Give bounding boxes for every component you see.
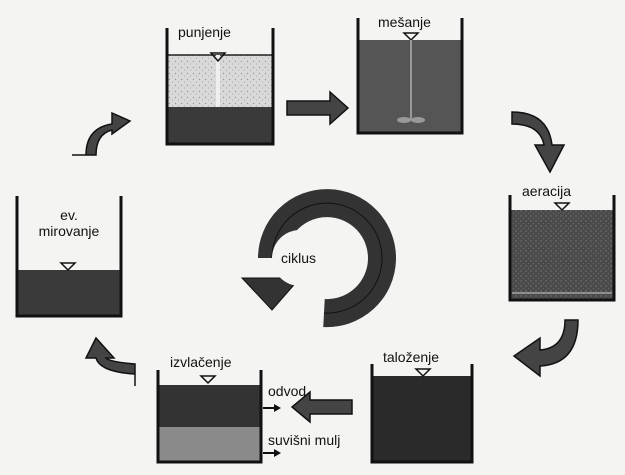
tank-aeracija — [508, 195, 616, 302]
label-punjenje: punjenje — [178, 24, 231, 40]
mirovanje-tank-wall — [15, 196, 123, 318]
odvod-arrow-icon — [274, 404, 281, 412]
arrow-mirovanje-to-punjenje — [72, 111, 132, 156]
cycle-center — [272, 230, 328, 286]
arrow-aeracija-to-talozenje — [512, 319, 579, 378]
izvlacenje-sludge — [158, 427, 261, 462]
label-ciklus: ciklus — [281, 250, 317, 266]
arrow-izvlacenje-to-mirovanje — [84, 336, 136, 386]
tank-talozenje — [370, 364, 474, 464]
izvlacenje-tank-wall — [156, 370, 263, 464]
tank-mesanje — [356, 18, 464, 135]
label-mirovanje-line1: ev. — [60, 207, 78, 223]
tank-izvlacenje — [156, 370, 281, 464]
punjenje-water-level-icon — [209, 52, 227, 63]
talozenje-liquid — [372, 376, 472, 462]
cycle-arrowhead-icon — [240, 277, 302, 311]
aeracija-tank-wall — [508, 195, 616, 302]
label-aeracija: aeracija — [522, 183, 572, 199]
arrow-talozenje-to-izvlacenje — [290, 390, 353, 424]
mesanje-water-level-icon — [402, 32, 420, 42]
aeracija-liquid — [510, 210, 614, 300]
tank-punjenje — [165, 28, 275, 146]
mesanje-tank-wall — [356, 18, 464, 135]
talozenje-water-level-icon — [414, 368, 432, 378]
mirovanje-water-level-icon — [59, 262, 77, 272]
aeracija-water-level-icon — [553, 202, 571, 212]
label-talozenje: taloženje — [383, 349, 440, 365]
label-mesanje: mešanje — [378, 14, 431, 30]
cycle-arrow — [240, 189, 396, 328]
label-izvlacenje: izvlačenje — [170, 354, 232, 370]
punjenje-liquid — [167, 107, 273, 144]
mixer-blade-right — [411, 117, 425, 123]
process-arrows — [72, 90, 579, 424]
label-odvod: odvod — [268, 383, 307, 399]
punjenje-tank-wall — [165, 28, 275, 146]
label-mirovanje-line2: mirovanje — [38, 223, 100, 239]
mulj-arrow-icon — [274, 449, 281, 457]
tank-mirovanje — [15, 196, 123, 318]
label-suvisni-mulj: suvišni mulj — [268, 432, 341, 448]
mirovanje-liquid — [17, 270, 121, 316]
mixer-blade-left — [397, 117, 411, 123]
arrow-mesanje-to-aeracija — [511, 111, 566, 174]
talozenje-tank-wall — [370, 364, 474, 464]
arrow-punjenje-to-mesanje — [286, 90, 350, 126]
izvlacenje-water-level-icon — [199, 375, 217, 385]
izvlacenje-clear-water — [158, 385, 261, 427]
